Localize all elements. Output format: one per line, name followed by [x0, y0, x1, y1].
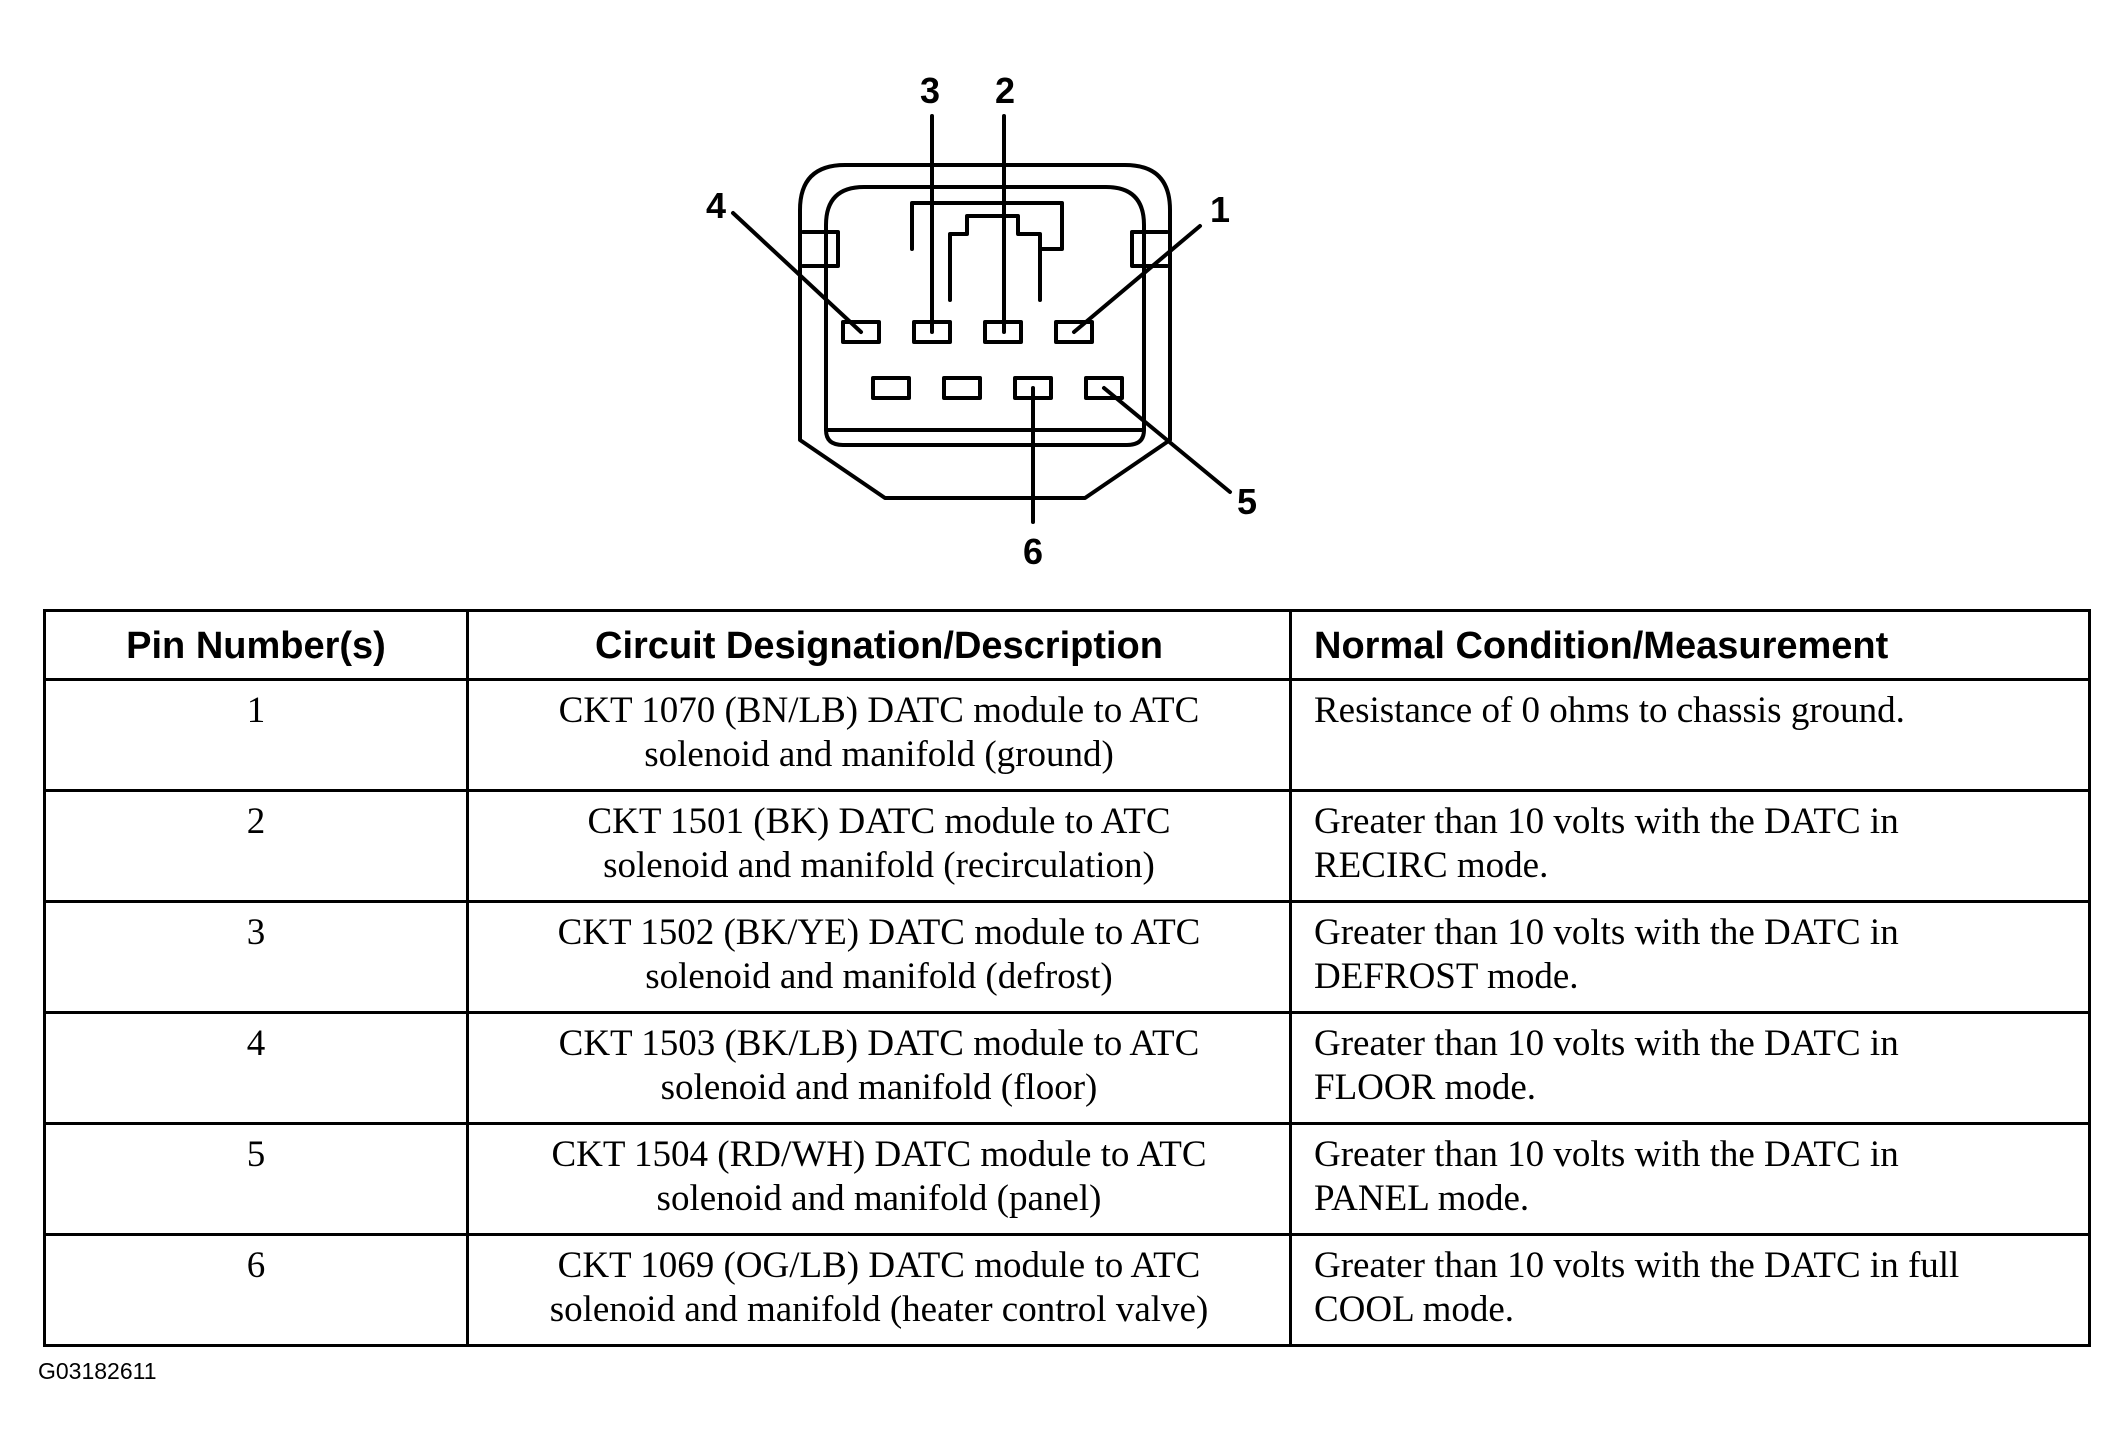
circuit-line: solenoid and manifold (heater control va…: [549, 1289, 1209, 1330]
header-pin-numbers: Pin Number(s): [43, 609, 469, 681]
circuit-line: CKT 1069 (OG/LB) DATC module to ATC: [557, 1245, 1201, 1286]
circuit-line: solenoid and manifold (recirculation): [603, 845, 1155, 886]
figure-code: G03182611: [38, 1358, 157, 1384]
terminal-blank-b: [942, 376, 982, 400]
leader-line-5: [1102, 386, 1232, 494]
normal-line: DEFROST mode.: [1314, 956, 1579, 997]
header-circuit-description: Circuit Designation/Description: [466, 609, 1292, 681]
normal-line: Greater than 10 volts with the DATC in f…: [1314, 1245, 1960, 1286]
pin-number-cell: 2: [43, 789, 469, 903]
normal-condition-cell: Greater than 10 volts with the DATC in f…: [1289, 1233, 2091, 1347]
circuit-line: solenoid and manifold (panel): [656, 1178, 1102, 1219]
normal-line: COOL mode.: [1314, 1289, 1515, 1330]
latch-tab-left: [801, 230, 840, 268]
pin-number-cell: 6: [43, 1233, 469, 1347]
normal-line: PANEL mode.: [1314, 1178, 1530, 1219]
terminal-blank-a: [871, 376, 911, 400]
pin-callout-6: 6: [1023, 531, 1043, 572]
connector-diagram: 3 2 4 1 5 6: [706, 70, 1257, 572]
pin-callout-3: 3: [920, 70, 940, 111]
connector-inner-outline: [824, 185, 1146, 432]
normal-line: Greater than 10 volts with the DATC in: [1314, 912, 1899, 953]
normal-line: Resistance of 0 ohms to chassis ground.: [1314, 690, 1905, 731]
connector-rim: [824, 428, 1146, 447]
normal-line: Greater than 10 volts with the DATC in: [1314, 1134, 1899, 1175]
circuit-line: CKT 1503 (BK/LB) DATC module to ATC: [558, 1023, 1200, 1064]
pin-table: Pin Number(s) Circuit Designation/Descri…: [43, 609, 2091, 1347]
pin-number-cell: 3: [43, 900, 469, 1014]
pin-number-cell: 5: [43, 1122, 469, 1236]
circuit-line: CKT 1501 (BK) DATC module to ATC: [587, 801, 1171, 842]
header-normal-condition: Normal Condition/Measurement: [1289, 609, 2091, 681]
leader-line-4: [731, 211, 863, 334]
normal-line: RECIRC mode.: [1314, 845, 1549, 886]
leader-line-1: [1072, 224, 1202, 334]
pin-callout-4: 4: [706, 185, 726, 226]
normal-condition-cell: Resistance of 0 ohms to chassis ground.: [1289, 678, 2091, 792]
terminal-pin-4: [841, 320, 881, 344]
pin-number-cell: 4: [43, 1011, 469, 1125]
connector-body-outline: [798, 163, 1172, 500]
pin-number-cell: 1: [43, 678, 469, 792]
normal-line: Greater than 10 volts with the DATC in: [1314, 801, 1899, 842]
pin-callout-1: 1: [1210, 189, 1230, 230]
circuit-line: solenoid and manifold (ground): [644, 734, 1114, 775]
latch-tab-right: [1130, 230, 1169, 268]
pin-callout-2: 2: [995, 70, 1015, 111]
circuit-line: solenoid and manifold (floor): [660, 1067, 1098, 1108]
normal-line: Greater than 10 volts with the DATC in: [1314, 1023, 1899, 1064]
circuit-line: CKT 1502 (BK/YE) DATC module to ATC: [557, 912, 1201, 953]
circuit-line: CKT 1070 (BN/LB) DATC module to ATC: [558, 690, 1200, 731]
pin-callout-5: 5: [1237, 481, 1257, 522]
terminal-pin-1: [1054, 320, 1094, 344]
terminal-pin-5: [1084, 376, 1124, 400]
normal-line: FLOOR mode.: [1314, 1067, 1536, 1108]
table-header-row: Pin Number(s) Circuit Designation/Descri…: [43, 609, 2091, 681]
keying-lock: [910, 201, 1064, 302]
circuit-line: CKT 1504 (RD/WH) DATC module to ATC: [551, 1134, 1207, 1175]
circuit-line: solenoid and manifold (defrost): [645, 956, 1113, 997]
